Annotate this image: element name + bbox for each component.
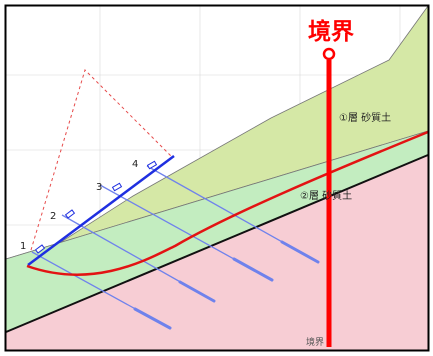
anchor-bond-zones <box>133 240 320 330</box>
wall-plate-markers <box>34 160 158 254</box>
anchor-3-bond <box>232 257 274 282</box>
anchor-number-3: 3 <box>96 182 102 193</box>
anchor-3-plate <box>111 182 123 192</box>
boundary-bottom-label: 境界 <box>306 336 324 348</box>
anchor-number-1: 1 <box>20 241 26 252</box>
anchor-4-bond <box>280 240 320 264</box>
anchor-1-bond <box>133 307 172 330</box>
slip-surface-line <box>26 130 429 276</box>
layer2-label: ②層 砂質土 <box>300 189 352 202</box>
bedrock-region <box>6 155 428 350</box>
retaining-wall-face <box>27 154 175 267</box>
diagram-frame <box>4 4 430 352</box>
anchor-number-2: 2 <box>50 211 56 222</box>
anchor-2-bond <box>178 280 216 303</box>
anchor-1-plate <box>34 244 46 254</box>
anchor-4-plate <box>146 160 158 170</box>
boundary-marker-circle-icon <box>322 47 336 61</box>
bedrock-boundary-line <box>5 154 429 333</box>
boundary-title-label: 境界 <box>308 18 354 45</box>
anchor-number-4: 4 <box>132 159 138 170</box>
layer1-label: ①層 砂質土 <box>339 111 391 124</box>
anchor-2-plate <box>64 209 76 219</box>
construction-triangle <box>30 69 173 251</box>
